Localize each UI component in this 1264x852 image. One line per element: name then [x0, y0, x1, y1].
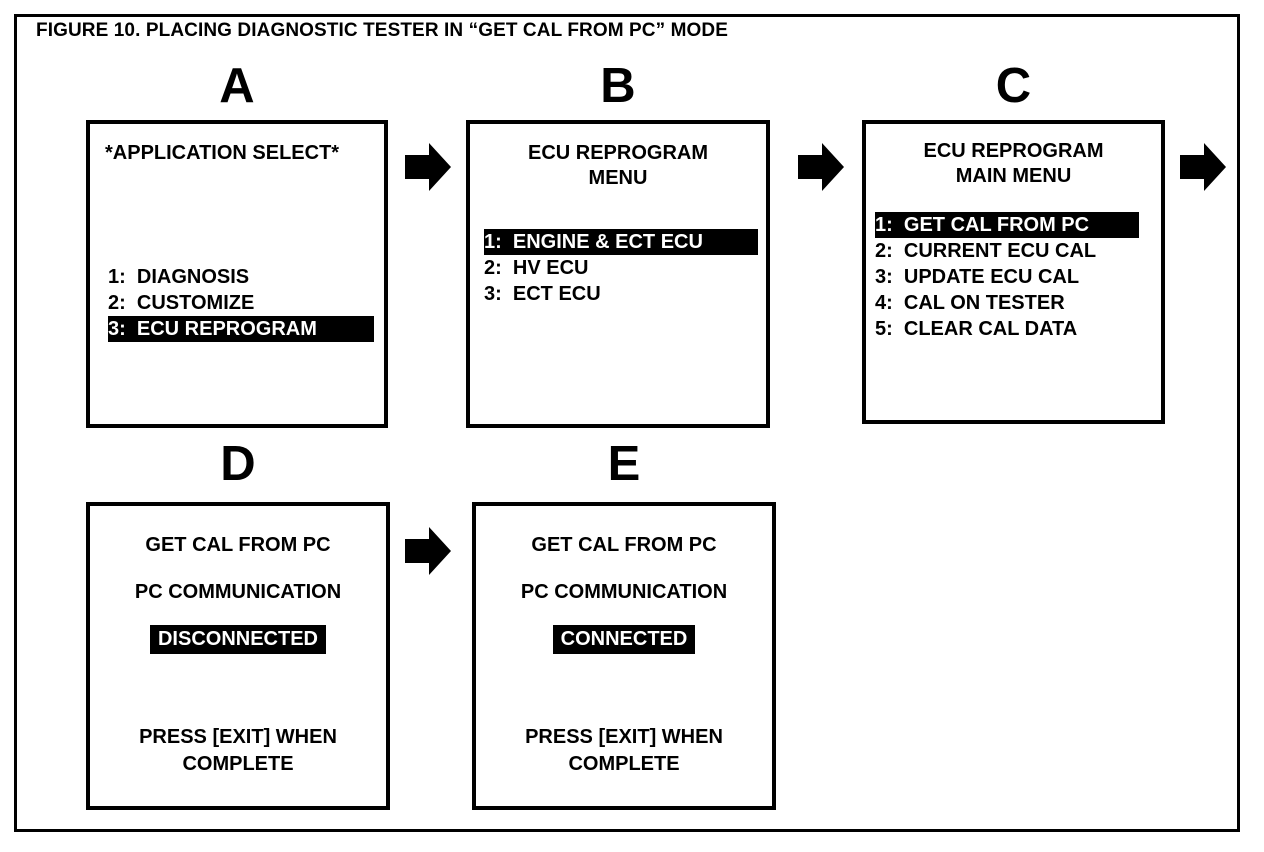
panel-letter-e: E: [607, 437, 641, 491]
menu-item-update-ecu-cal[interactable]: 3: UPDATE ECU CAL: [875, 266, 1080, 288]
panel-letter-c: C: [995, 59, 1032, 113]
screen-d-footer: PRESS [EXIT] WHEN COMPLETE: [139, 726, 337, 775]
screen-a-menu: 1: DIAGNOSIS 2: CUSTOMIZE 3: ECU REPROGR…: [108, 264, 374, 342]
menu-item-engine-ect-ecu[interactable]: 1: ENGINE & ECT ECU: [484, 229, 758, 255]
screen-b-title: ECU REPROGRAM MENU: [527, 142, 708, 189]
menu-item-current-ecu-cal[interactable]: 2: CURRENT ECU CAL: [875, 240, 1097, 262]
arrow-a-to-b-icon: [405, 141, 451, 193]
screen-d-title: GET CAL FROM PC: [145, 534, 331, 556]
arrow-d-to-e-icon: [405, 525, 451, 577]
screen-d-subtitle: PC COMMUNICATION: [134, 581, 342, 603]
arrow-c-to-d-icon: [1180, 141, 1226, 193]
status-badge-connected: CONNECTED: [552, 625, 696, 654]
figure-caption: FIGURE 10. PLACING DIAGNOSTIC TESTER IN …: [36, 20, 728, 41]
screen-d-status-wrap: DISCONNECTED: [90, 625, 386, 654]
screen-e-subtitle: PC COMMUNICATION: [520, 581, 728, 603]
menu-item-ect-ecu[interactable]: 3: ECT ECU: [484, 283, 601, 305]
menu-item-ecu-reprogram[interactable]: 3: ECU REPROGRAM: [108, 316, 374, 342]
menu-item-customize[interactable]: 2: CUSTOMIZE: [108, 292, 255, 314]
panel-letter-a: A: [219, 59, 255, 113]
arrow-b-to-c-icon: [798, 141, 844, 193]
panel-letter-b: B: [600, 59, 636, 113]
panel-letter-d: D: [220, 437, 256, 491]
screen-panel-e: GET CAL FROM PC PC COMMUNICATION CONNECT…: [472, 502, 776, 810]
menu-item-diagnosis[interactable]: 1: DIAGNOSIS: [108, 266, 250, 288]
screen-c-menu: 1: GET CAL FROM PC 2: CURRENT ECU CAL 3:…: [875, 212, 1139, 342]
screen-e-footer: PRESS [EXIT] WHEN COMPLETE: [525, 726, 723, 775]
menu-item-get-cal-from-pc[interactable]: 1: GET CAL FROM PC: [875, 212, 1139, 238]
screen-panel-a: *APPLICATION SELECT* 1: DIAGNOSIS 2: CUS…: [86, 120, 388, 428]
screen-b-menu: 1: ENGINE & ECT ECU 2: HV ECU 3: ECT ECU: [484, 229, 758, 307]
screen-c-title: ECU REPROGRAM MAIN MENU: [923, 140, 1104, 187]
screen-panel-b: ECU REPROGRAM MENU 1: ENGINE & ECT ECU 2…: [466, 120, 770, 428]
screen-panel-c: ECU REPROGRAM MAIN MENU 1: GET CAL FROM …: [862, 120, 1165, 424]
screen-a-title: *APPLICATION SELECT*: [105, 142, 340, 164]
screen-e-title: GET CAL FROM PC: [531, 534, 717, 556]
menu-item-hv-ecu[interactable]: 2: HV ECU: [484, 257, 589, 279]
menu-item-cal-on-tester[interactable]: 4: CAL ON TESTER: [875, 292, 1065, 314]
status-badge-disconnected: DISCONNECTED: [149, 625, 326, 654]
screen-e-status-wrap: CONNECTED: [476, 625, 772, 654]
screen-panel-d: GET CAL FROM PC PC COMMUNICATION DISCONN…: [86, 502, 390, 810]
menu-item-clear-cal-data[interactable]: 5: CLEAR CAL DATA: [875, 318, 1078, 340]
